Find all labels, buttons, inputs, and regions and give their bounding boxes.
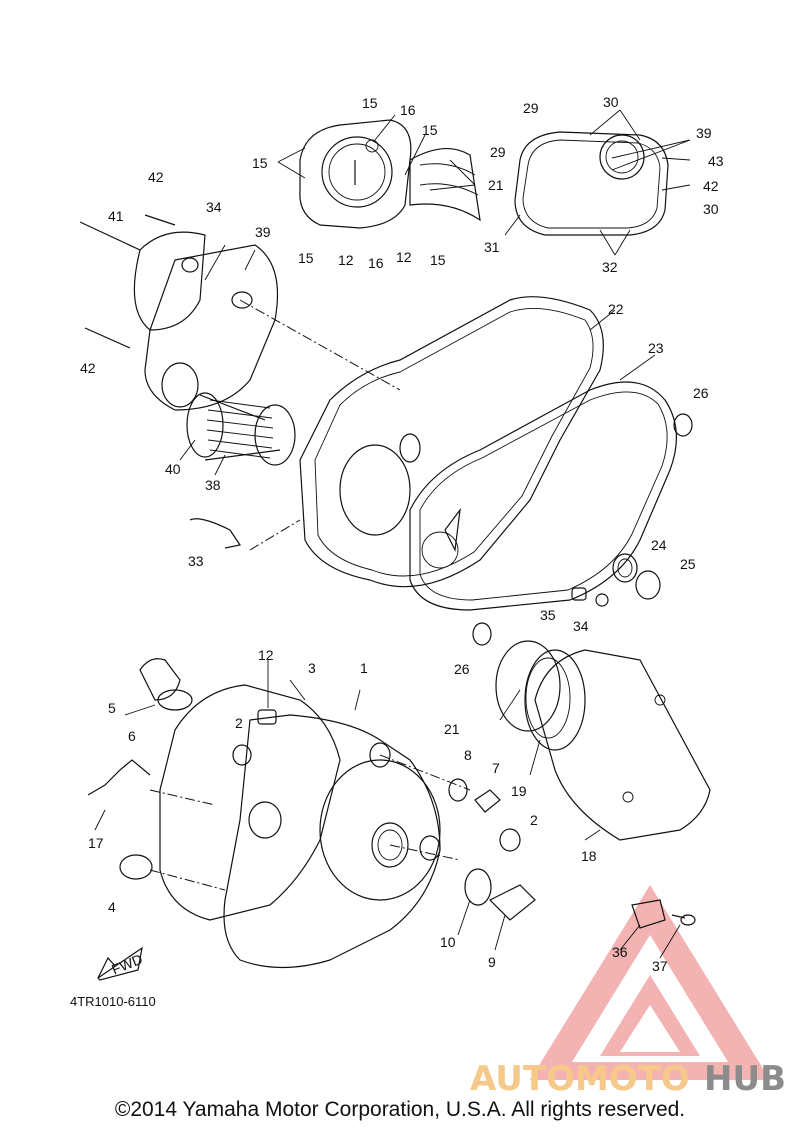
callout: 38: [205, 477, 221, 493]
watermark-hub: HUB: [704, 1059, 786, 1099]
callout: 34: [573, 618, 589, 634]
callout: 7: [492, 760, 500, 776]
callout: 15: [422, 122, 438, 138]
callout: 1: [360, 660, 368, 676]
callout: 9: [488, 954, 496, 970]
callout: 12: [396, 249, 412, 265]
callout: 36: [612, 944, 628, 960]
callout: 39: [696, 125, 712, 141]
crankcase-cover-left: [87, 658, 471, 969]
watermark-logo: [530, 885, 770, 1080]
callout: 15: [362, 95, 378, 111]
drawing-code: 4TR1010-6110: [70, 994, 156, 1009]
callout: 33: [188, 553, 204, 569]
callout: 21: [488, 177, 504, 193]
generator-cover-small: [299, 119, 481, 229]
callout-labels: 15 16 15 15 21 15 12 16 12 15 29 30 29 3…: [80, 94, 724, 974]
callout: 42: [80, 360, 96, 376]
watermark-auto: AUTOMOTO: [470, 1059, 690, 1099]
callout: 42: [703, 178, 719, 194]
callout: 8: [464, 747, 472, 763]
callout: 15: [298, 250, 314, 266]
callout: 41: [108, 208, 124, 224]
callout: 37: [652, 958, 668, 974]
callout: 2: [235, 715, 243, 731]
leader-lines: [94, 109, 691, 959]
callout: 5: [108, 700, 116, 716]
callout: 12: [338, 252, 354, 268]
cover-gasket-top: [514, 131, 669, 236]
watermark-text: AUTOMOTO HUB: [470, 1059, 786, 1099]
callout: 4: [108, 899, 116, 915]
callout: 30: [703, 201, 719, 217]
callout: 15: [430, 252, 446, 268]
callout: 6: [128, 728, 136, 744]
callout: 17: [88, 835, 104, 851]
callout: 23: [648, 340, 664, 356]
callout: 39: [255, 224, 271, 240]
callout: 42: [148, 169, 164, 185]
bracket-and-bolt: [631, 899, 696, 929]
caps-and-plugs: [448, 778, 536, 921]
copyright-notice: ©2014 Yamaha Motor Corporation, U.S.A. A…: [114, 1098, 686, 1121]
callout: 22: [608, 301, 624, 317]
callout: 12: [258, 647, 274, 663]
callout: 15: [252, 155, 268, 171]
oil-filter-group: [79, 214, 401, 466]
callout: 19: [511, 783, 527, 799]
callout: 16: [400, 102, 416, 118]
small-parts-right: [189, 413, 693, 646]
callout: 40: [165, 461, 181, 477]
callout: 10: [440, 934, 456, 950]
callout: 24: [651, 537, 667, 553]
callout: 21: [444, 721, 460, 737]
callout: 32: [602, 259, 618, 275]
forward-direction-arrow: FWD: [97, 946, 145, 981]
callout: 2: [530, 812, 538, 828]
clutch-cover-right: [495, 640, 711, 841]
callout: 34: [206, 199, 222, 215]
callout: 35: [540, 607, 556, 623]
callout: 26: [693, 385, 709, 401]
callout: 18: [581, 848, 597, 864]
callout: 29: [490, 144, 506, 160]
callout: 43: [708, 153, 724, 169]
callout: 25: [680, 556, 696, 572]
callout: 30: [603, 94, 619, 110]
callout: 31: [484, 239, 500, 255]
callout: 29: [523, 100, 539, 116]
crankcase-and-gasket: [249, 296, 678, 611]
callout: 3: [308, 660, 316, 676]
callout: 16: [368, 255, 384, 271]
callout: 26: [454, 661, 470, 677]
